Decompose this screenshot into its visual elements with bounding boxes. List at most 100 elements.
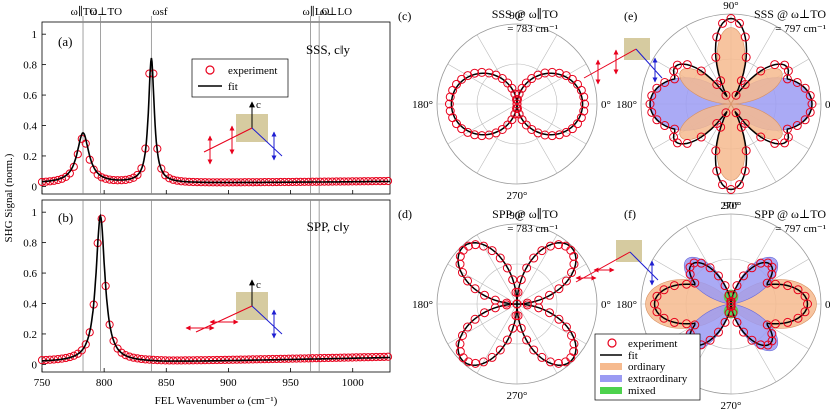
- experiment-point: [682, 60, 692, 70]
- experiment-point: [567, 268, 577, 278]
- experiment-point: [792, 121, 802, 131]
- polar-legend-extraordinary-swatch: [600, 375, 622, 382]
- panel-tag-d: (d): [398, 207, 412, 221]
- y-tick-label: 0: [32, 181, 38, 193]
- polar-legend-mixed: mixed: [628, 385, 656, 397]
- ordinary-area: [679, 27, 783, 181]
- experiment-point: [533, 128, 543, 138]
- x-axis-label: FEL Wavenumber ω (cm⁻¹): [155, 395, 278, 407]
- polar-angle-label: 180°: [616, 299, 637, 311]
- panel-sub-e: = 797 cm⁻¹: [775, 23, 826, 35]
- experiment-point: [696, 258, 706, 268]
- experiment-point: [800, 83, 810, 93]
- experiment-point: [544, 308, 554, 318]
- experiment-point: [510, 109, 520, 119]
- experiment-point: [477, 67, 487, 77]
- experiment-point: [490, 303, 500, 313]
- fit-line-b: [42, 213, 390, 362]
- experiment-point: [109, 336, 118, 345]
- experiment-point: [566, 353, 576, 363]
- y-axis-label: SHG Signal (norm.): [3, 153, 15, 242]
- experiment-point: [503, 78, 513, 88]
- experiment-point: [512, 99, 522, 109]
- experiment-point: [652, 291, 662, 301]
- geometry-inset-b: c: [185, 279, 283, 339]
- experiment-point: [732, 281, 742, 291]
- experiment-point: [554, 284, 564, 294]
- panel-tag-e: (e): [624, 9, 637, 23]
- top-frequency-labels: ω∥TO ω⊥TO ωsf ω∥LO ω⊥LO: [71, 5, 353, 18]
- experiment-point: [792, 77, 802, 87]
- experiment-point: [652, 83, 662, 93]
- experiment-point: [477, 131, 487, 141]
- polar-angle-label: 180°: [412, 99, 433, 111]
- experiment-point: [660, 77, 670, 87]
- polar-angle-label: 180°: [616, 99, 637, 111]
- experiment-point: [800, 291, 810, 301]
- experiment-point: [712, 32, 722, 42]
- experiment-point: [448, 85, 458, 95]
- experiment-point: [580, 99, 590, 109]
- experiment-point: [579, 106, 589, 116]
- experiment-point: [685, 262, 695, 272]
- experiment-point: [705, 263, 715, 273]
- svg-text:c: c: [256, 99, 261, 111]
- yticks-a: 00.20.40.60.81: [23, 29, 46, 193]
- experiment-point: [793, 285, 803, 295]
- x-tick-label: 850: [158, 377, 175, 389]
- vlines-b: [82, 200, 320, 372]
- legend-experiment-marker: [205, 65, 215, 75]
- panel-tag-a: (a): [58, 34, 72, 49]
- panel-tag-b: (b): [58, 210, 73, 225]
- experiment-point: [807, 99, 817, 109]
- spectrum-panel-a: 00.20.40.60.81 (a) SSS, c‖y experiment f…: [23, 16, 393, 195]
- polar-angle-label: 0°: [601, 299, 611, 311]
- experiment-point: [705, 335, 715, 345]
- y-tick-label: 1: [32, 207, 38, 219]
- experiment-point: [756, 66, 766, 76]
- experiment-point: [470, 284, 480, 294]
- polar-panel-e: 90°180°0°270°: [616, 0, 830, 212]
- experiment-point: [682, 138, 692, 148]
- experiment-point: [741, 52, 751, 62]
- experiment-point: [805, 91, 815, 101]
- panel-title-d: SPP @ ω∥TO: [492, 207, 558, 221]
- experiment-point: [121, 351, 130, 360]
- polar-titles: (c) SSS @ ω∥TO = 783 cm⁻¹ (d) SPP @ ω∥TO…: [398, 7, 826, 235]
- experiment-point: [445, 92, 455, 102]
- polar-angle-label: 90°: [509, 210, 524, 222]
- experiment-point: [712, 166, 722, 176]
- experiment-point: [569, 259, 579, 269]
- experiment-point: [545, 241, 555, 251]
- experiment-point: [731, 108, 741, 118]
- experiment-point: [444, 99, 454, 109]
- experiment-point: [522, 300, 532, 310]
- experiment-point: [645, 99, 655, 109]
- experiment-point: [463, 322, 473, 332]
- fit-curve: [649, 17, 813, 191]
- polar-panel-d: 90°180°0°270°: [412, 210, 611, 402]
- experiment-point: [783, 317, 793, 327]
- experiment-point: [125, 352, 134, 361]
- experiment-point: [741, 146, 751, 156]
- experiment-point: [497, 124, 507, 134]
- experiment-point: [458, 245, 468, 255]
- experiment-point: [770, 319, 780, 329]
- experiment-point: [502, 300, 512, 310]
- experiment-point: [513, 311, 523, 321]
- y-tick-label: 0: [32, 359, 38, 371]
- vlines-a: [82, 16, 320, 194]
- experiment-point: [800, 307, 810, 317]
- polar-legend-experiment-marker: [607, 338, 617, 348]
- experiment-point: [540, 130, 550, 140]
- experiment-point: [511, 287, 521, 297]
- experiment-point: [726, 185, 736, 194]
- polar-panel-c: 90°180°0°270°: [412, 10, 611, 202]
- experiment-point: [512, 95, 522, 105]
- label-wLO-perp: ω⊥LO: [320, 6, 352, 18]
- experiment-point: [756, 340, 766, 350]
- experiment-point: [721, 108, 731, 118]
- experiment-point: [732, 317, 742, 327]
- experiment-point: [540, 68, 550, 78]
